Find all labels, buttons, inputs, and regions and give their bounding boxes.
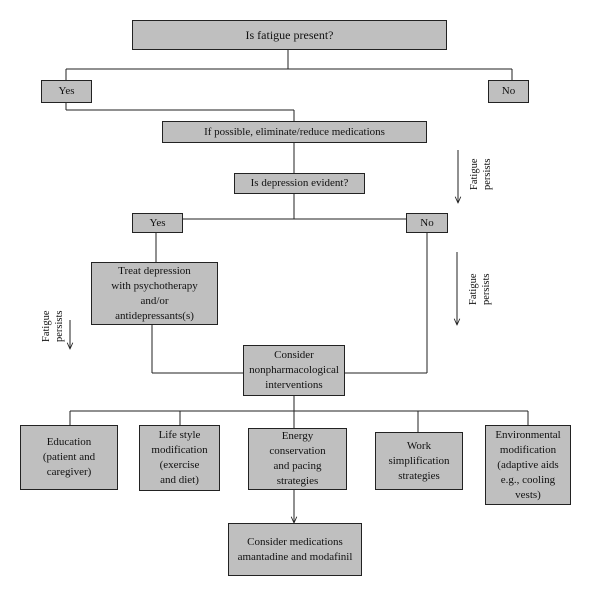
education-text: Education (patient and caregiver) <box>42 436 96 478</box>
no-mid-box: No <box>406 213 448 233</box>
fatigue-persists-note-2: Fatigue persists <box>468 273 492 306</box>
lifestyle-box: Life style modification (exercise and di… <box>139 425 220 491</box>
energy-conservation-text: Energy conservation and pacing strategie… <box>269 430 326 487</box>
treat-depression-text: Treat depression with psychotherapy and/… <box>111 264 198 322</box>
education-box: Education (patient and caregiver) <box>20 425 118 490</box>
work-simplification-box: Work simplification strategies <box>375 432 463 490</box>
depression-evident-text: Is depression evident? <box>250 177 349 189</box>
fatigue-persists-note-1: Fatigue persists <box>469 158 493 191</box>
energy-conservation-box: Energy conservation and pacing strategie… <box>248 428 347 490</box>
consider-nonpharmacological-text: Consider nonpharmacological intervention… <box>249 349 339 391</box>
no-top-text: No <box>501 85 516 97</box>
yes-top-text: Yes <box>58 85 75 97</box>
consider-medications-box: Consider medications amantadine and moda… <box>228 523 362 576</box>
environmental-modification-box: Environmental modification (adaptive aid… <box>485 425 571 505</box>
yes-top-box: Yes <box>41 80 92 103</box>
fatigue-present-text: Is fatigue present? <box>245 27 334 42</box>
fatigue-present-box: Is fatigue present? <box>132 20 447 50</box>
no-top-box: No <box>488 80 529 103</box>
eliminate-medications-box: If possible, eliminate/reduce medication… <box>162 121 427 143</box>
treat-depression-box: Treat depression with psychotherapy and/… <box>91 262 218 325</box>
depression-evident-box: Is depression evident? <box>234 173 365 194</box>
yes-mid-box: Yes <box>132 213 183 233</box>
consider-medications-text: Consider medications amantadine and moda… <box>237 535 353 563</box>
fatigue-persists-note-3: Fatigue persists <box>41 310 65 343</box>
no-mid-text: No <box>420 216 434 229</box>
eliminate-medications-text: If possible, eliminate/reduce medication… <box>204 125 385 138</box>
lifestyle-text: Life style modification (exercise and di… <box>151 429 208 486</box>
yes-mid-text: Yes <box>149 216 166 229</box>
consider-nonpharmacological-box: Consider nonpharmacological intervention… <box>243 345 345 396</box>
work-simplification-text: Work simplification strategies <box>388 439 450 482</box>
environmental-modification-text: Environmental modification (adaptive aid… <box>495 428 561 501</box>
